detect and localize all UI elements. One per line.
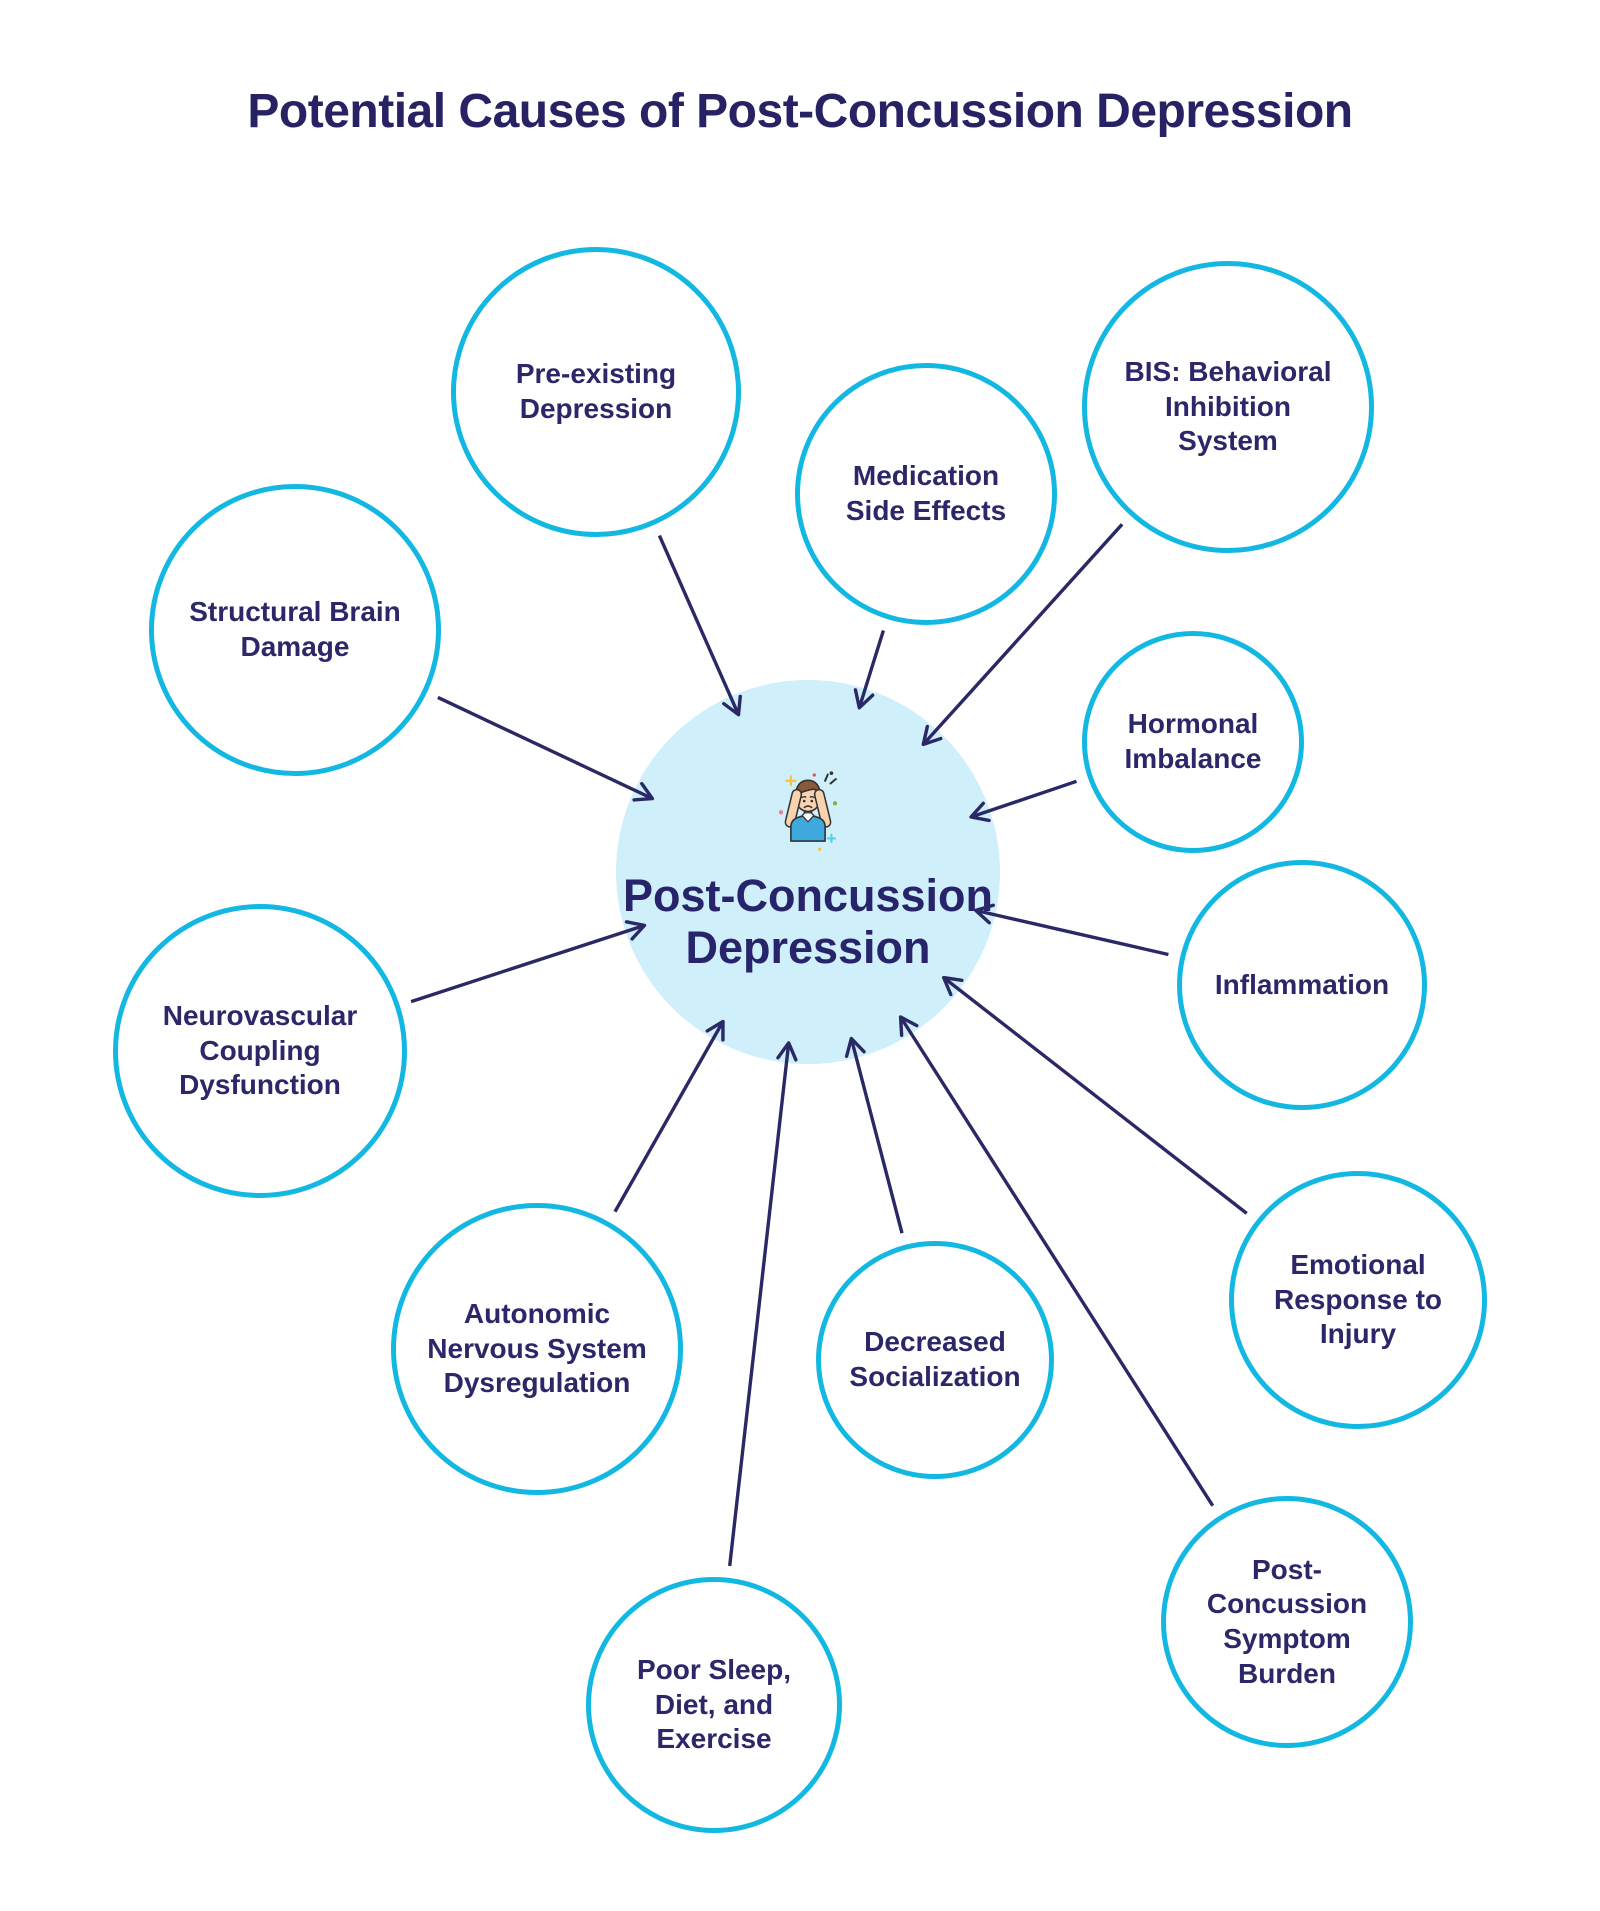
cause-node-post-concussion-symptom-burden: Post- Concussion Symptom Burden <box>1161 1496 1413 1748</box>
cause-node-label: Autonomic Nervous System Dysregulation <box>427 1297 646 1401</box>
cause-node-label: BIS: Behavioral Inhibition System <box>1125 355 1332 459</box>
cause-node-label: Inflammation <box>1215 968 1389 1003</box>
cause-node-hormonal-imbalance: Hormonal Imbalance <box>1082 631 1304 853</box>
label-line: Poor Sleep, <box>636 1653 792 1685</box>
label-line: Injury <box>1319 1318 1397 1350</box>
page-title: Potential Causes of Post-Concussion Depr… <box>247 85 1353 138</box>
cause-node-label: Poor Sleep, Diet, and Exercise <box>637 1653 791 1757</box>
cause-node-label: Pre-existing Depression <box>516 357 676 426</box>
cause-node-label: Neurovascular Coupling Dysfunction <box>163 999 358 1103</box>
label-line: Emotional <box>1290 1248 1426 1280</box>
central-node: Post-Concussion Depression <box>616 680 1000 1064</box>
cause-node-emotional-response-to-injury: Emotional Response to Injury <box>1229 1171 1487 1429</box>
cause-node-poor-sleep-diet-and-exercise: Poor Sleep, Diet, and Exercise <box>586 1577 842 1833</box>
arrow-from-structural-brain-damage <box>437 695 655 802</box>
label-line: Damage <box>240 631 350 662</box>
label-line: Nervous System <box>427 1332 647 1364</box>
label-line: Diet, and <box>654 1688 774 1720</box>
cause-node-label: Emotional Response to Injury <box>1274 1248 1442 1352</box>
label-line: Dysfunction <box>179 1069 341 1101</box>
label-line: Autonomic <box>463 1297 611 1329</box>
label-line: Symptom <box>1223 1623 1351 1654</box>
cause-node-medication-side-effects: Medication Side Effects <box>795 363 1057 625</box>
cause-node-label: Decreased Socialization <box>849 1325 1020 1394</box>
label-line: Inflammation <box>1214 968 1390 1000</box>
cause-node-pre-existing-depression: Pre-existing Depression <box>451 247 741 537</box>
cause-node-label: Medication Side Effects <box>846 459 1006 528</box>
label-line: Burden <box>1237 1657 1336 1689</box>
central-node-label: Post-Concussion Depression <box>623 870 993 974</box>
label-line: Medication <box>852 460 1000 492</box>
arrow-from-decreased-socialization <box>844 1036 904 1234</box>
label-line: Neurovascular <box>162 999 358 1031</box>
label-line: BIS: Behavioral <box>1124 355 1332 387</box>
central-label-line: Post-Concussion <box>622 869 994 921</box>
label-line: Side Effects <box>845 495 1007 526</box>
arrow-from-pre-existing-depression <box>657 534 742 717</box>
arrow-from-inflammation <box>974 903 1169 957</box>
label-line: Hormonal <box>1127 708 1259 740</box>
label-line: Pre-existing <box>515 358 677 390</box>
label-line: System <box>1178 425 1278 457</box>
cause-node-label: Structural Brain Damage <box>189 595 401 664</box>
label-line: Imbalance <box>1124 743 1262 774</box>
label-line: Depression <box>519 393 673 424</box>
arrow-from-autonomic-nervous-system-dysregulation <box>613 1019 725 1213</box>
label-line: Exercise <box>656 1723 772 1755</box>
cause-node-label: Post- Concussion Symptom Burden <box>1207 1553 1367 1692</box>
arrow-from-neurovascular-coupling-dysfunction <box>410 920 647 1004</box>
arrow-from-poor-sleep-diet-and-exercise <box>728 1041 798 1567</box>
label-line: Concussion <box>1206 1588 1368 1620</box>
central-label-line: Depression <box>685 922 931 973</box>
cause-node-neurovascular-coupling-dysfunction: Neurovascular Coupling Dysfunction <box>113 904 407 1198</box>
stressed-person-icon <box>778 771 838 851</box>
cause-node-autonomic-nervous-system-dysregulation: Autonomic Nervous System Dysregulation <box>391 1203 683 1495</box>
label-line: Coupling <box>199 1034 321 1066</box>
cause-node-structural-brain-damage: Structural Brain Damage <box>149 484 441 776</box>
label-line: Dysregulation <box>443 1367 631 1399</box>
label-line: Decreased <box>864 1326 1006 1358</box>
label-line: Inhibition <box>1165 390 1291 422</box>
label-line: Post- <box>1251 1553 1322 1585</box>
cause-node-bis-behavioral-inhibition-system: BIS: Behavioral Inhibition System <box>1082 261 1374 553</box>
label-line: Structural Brain <box>189 596 401 628</box>
label-line: Socialization <box>849 1361 1021 1392</box>
cause-node-label: Hormonal Imbalance <box>1125 707 1262 776</box>
cause-node-inflammation: Inflammation <box>1177 860 1427 1110</box>
label-line: Response to <box>1273 1283 1443 1315</box>
cause-node-decreased-socialization: Decreased Socialization <box>816 1241 1054 1479</box>
